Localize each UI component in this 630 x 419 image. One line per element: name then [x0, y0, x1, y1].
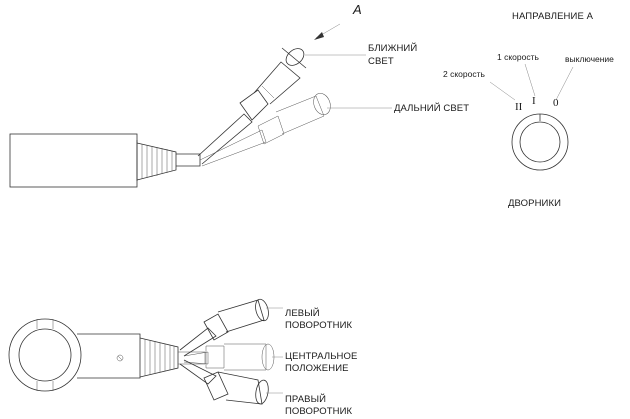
mark-0: 0	[553, 97, 559, 109]
right-turn-label-1: ПРАВЫЙ	[285, 393, 326, 405]
wiper-knob-inner	[519, 121, 561, 163]
right-turn-lever	[179, 359, 269, 405]
direction-title: НАПРАВЛЕНИЕ А	[512, 11, 594, 22]
low-beam-label-2: СВЕТ	[368, 56, 394, 67]
bellows-bottom	[139, 337, 179, 378]
speed1-label: 1 скорость	[497, 52, 539, 62]
mount-ring-inner	[18, 328, 72, 382]
off-label: выключение	[565, 54, 614, 64]
turn-signal-switch-drawing: ЛЕВЫЙ ПОВОРОТНИК ЦЕНТРАЛЬНОЕ ПОЛОЖЕНИЕ П…	[8, 298, 357, 417]
mark-i: I	[532, 95, 536, 107]
center-label-1: ЦЕНТРАЛЬНОЕ	[285, 351, 357, 362]
mark-ii: II	[515, 101, 523, 113]
speed2-label: 2 скорость	[443, 69, 485, 79]
bellows	[136, 142, 177, 181]
center-label-2: ПОЛОЖЕНИЕ	[285, 363, 349, 374]
low-beam-lever	[197, 47, 307, 165]
mount-ring-outer	[8, 318, 82, 392]
wiper-direction-view: НАПРАВЛЕНИЕ А 1 скорость выключение 2 ск…	[443, 11, 614, 209]
high-beam-label: ДАЛЬНИЙ СВЕТ	[394, 102, 469, 114]
view-arrow-a: A	[314, 2, 362, 40]
left-turn-label-1: ЛЕВЫЙ	[285, 307, 320, 319]
wipers-caption: ДВОРНИКИ	[508, 198, 561, 209]
high-beam-lever	[199, 93, 331, 167]
lighting-switch-drawing: A БЛИЖНИЙ СВЕТ ДАЛЬНИЙ СВЕТ	[9, 2, 469, 188]
view-arrow-label: A	[352, 2, 362, 17]
low-beam-label-1: БЛИЖНИЙ	[368, 42, 417, 54]
left-turn-label-2: ПОВОРОТНИК	[285, 320, 353, 331]
center-lever	[183, 343, 275, 371]
left-turn-lever	[179, 298, 269, 357]
right-turn-label-2: ПОВОРОТНИК	[285, 406, 353, 417]
